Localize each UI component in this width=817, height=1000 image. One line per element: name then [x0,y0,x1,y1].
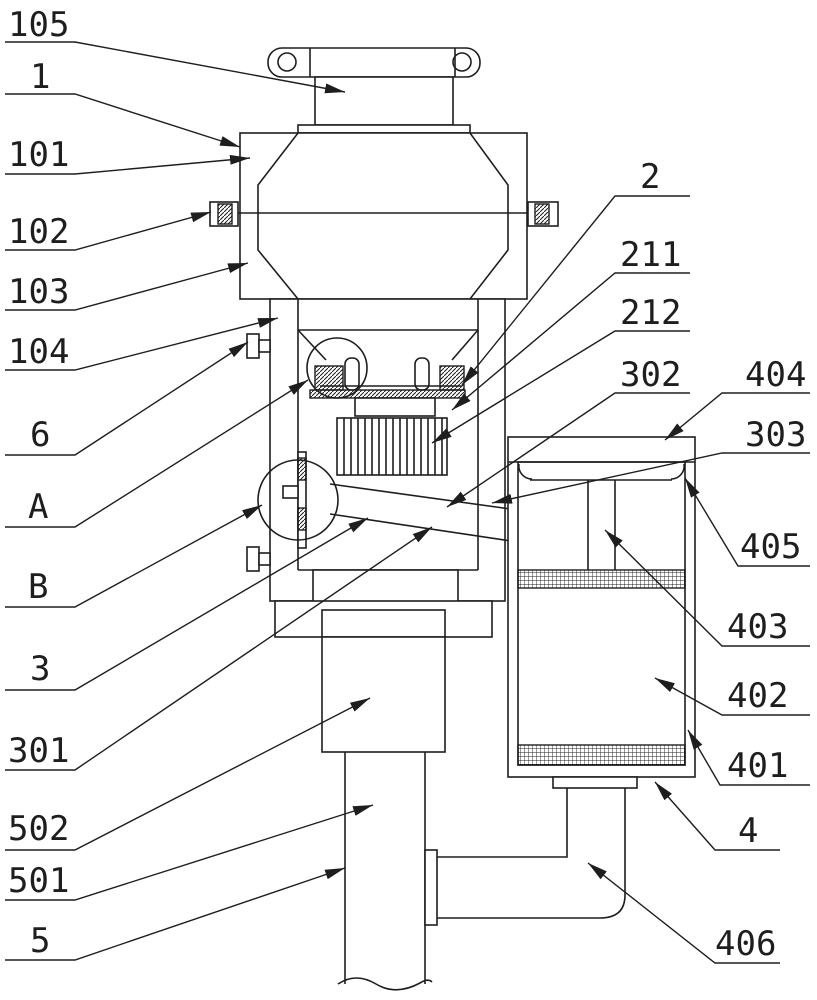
callout-3: 3 [5,517,369,691]
callout-4: 4 [654,781,780,851]
outlet-pipe-lower [337,752,433,991]
callout-104: 104 [5,317,279,372]
callout-103: 103 [5,262,249,312]
callout-402: 402 [654,676,810,716]
label-5: 5 [30,921,50,961]
label-405: 405 [740,527,801,567]
label-104: 104 [8,332,69,372]
callout-502: 502 [5,697,371,851]
label-211: 211 [620,235,681,275]
detail-circle-b [257,459,339,541]
pipe-baffle [282,451,307,549]
label-302: 302 [620,355,681,395]
callout-2: 2 [461,157,690,386]
callout-301: 301 [5,526,433,771]
side-bolt-upper [246,333,271,359]
label-301: 301 [8,731,69,771]
label-102: 102 [8,212,69,252]
callout-a: A [5,379,309,528]
label-a: A [28,487,48,527]
side-bolt-lower [246,546,271,572]
crushing-assembly [309,357,466,417]
callout-101: 101 [5,135,251,175]
callout-303: 303 [491,415,810,504]
top-flange [267,47,481,78]
upper-housing [239,132,528,300]
label-502: 502 [8,809,69,849]
filter-cartridge [336,417,448,476]
label-4: 4 [738,811,758,851]
label-1: 1 [30,57,50,97]
label-3: 3 [30,649,50,689]
hopper-cone [297,329,479,361]
inlet-ring [297,124,471,134]
label-105: 105 [8,5,69,45]
callout-403: 403 [604,529,810,647]
label-402: 402 [727,676,788,716]
inlet-neck [314,76,454,126]
label-212: 212 [620,293,681,333]
label-403: 403 [727,607,788,647]
label-303: 303 [745,415,806,455]
label-103: 103 [8,272,69,312]
detail-circle-a [306,337,368,399]
callout-b: B [5,504,263,608]
outlet-pipe-upper [321,636,446,753]
return-pipe [424,776,638,926]
label-101: 101 [8,135,69,175]
callout-501: 501 [5,804,374,901]
callout-212: 212 [431,293,690,444]
filter-tank [507,436,696,778]
callout-405: 405 [684,477,810,567]
lower-connector [274,569,493,638]
label-6: 6 [30,415,50,455]
callout-406: 406 [587,862,780,964]
callout-105: 105 [5,5,346,94]
callout-302: 302 [446,355,690,508]
callout-5: 5 [5,867,346,961]
callout-1: 1 [5,57,241,148]
label-406: 406 [715,924,776,964]
label-b: B [28,567,48,607]
callout-102: 102 [5,211,212,252]
label-404: 404 [745,355,806,395]
callout-404: 404 [664,355,810,441]
label-2: 2 [640,157,660,197]
label-501: 501 [8,861,69,901]
callout-401: 401 [687,729,810,786]
callout-211: 211 [451,235,690,411]
callout-6: 6 [5,341,249,456]
label-401: 401 [727,746,788,786]
